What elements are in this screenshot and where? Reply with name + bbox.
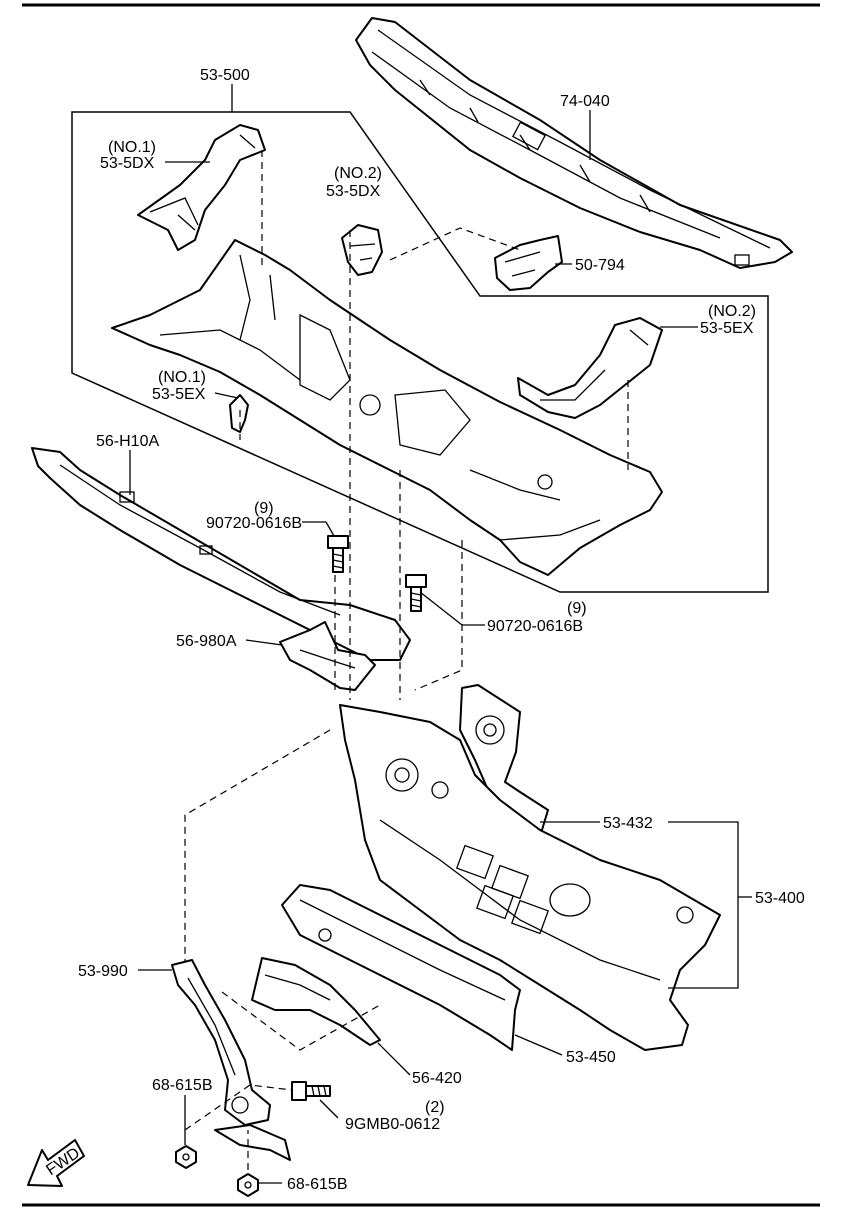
member-53-450: [281, 884, 521, 1051]
leader-90720-b: [419, 591, 485, 626]
label-9gmb0: 9GMB0-0612: [345, 1116, 440, 1133]
label-no1-left: (NO.1): [158, 369, 206, 386]
label-90720-a: 90720-0616B: [206, 515, 302, 532]
label-56-980a: 56-980A: [176, 633, 237, 650]
bolt-9gmb0-0612: [291, 1081, 331, 1101]
label-qty-2: (2): [425, 1099, 445, 1116]
bracket-56-980a: [279, 621, 376, 691]
leader-53-450: [514, 1034, 563, 1056]
label-53-5ex-no2: 53-5EX: [700, 320, 754, 337]
label-qty-9-b: (9): [567, 600, 587, 617]
label-53-990: 53-990: [78, 963, 128, 980]
leader-56-980a: [245, 639, 283, 646]
label-74-040: 74-040: [560, 93, 610, 110]
label-68-615b-b: 68-615B: [287, 1176, 348, 1193]
dash-panel-group-frame: [71, 111, 769, 593]
bracket-53-5ex-no2: [517, 317, 663, 419]
leader-9gmb0: [319, 1099, 339, 1119]
label-53-5ex-no1: 53-5EX: [152, 386, 206, 403]
label-qty-9-a: (9): [254, 500, 274, 517]
leader-56-420: [377, 1042, 411, 1076]
lower-bracket: [214, 1124, 291, 1161]
bracket-56-420: [251, 957, 381, 1046]
dash-lower-53-400: [339, 704, 721, 1051]
label-53-400: 53-400: [755, 890, 805, 907]
label-53-5dx-no2: 53-5DX: [326, 183, 381, 200]
bolt-90720-0616b-a: [327, 535, 349, 573]
dash-panel-53-500: [111, 239, 663, 576]
bracket-53-5dx-no2: [341, 224, 383, 276]
label-90720-b: 90720-0616B: [487, 618, 583, 635]
fwd-arrow-icon: FWD: [27, 1139, 85, 1187]
label-53-500: 53-500: [200, 67, 250, 84]
cowl-grille-74-040: [355, 17, 793, 269]
bolt-90720-0616b-b: [405, 574, 427, 612]
label-53-5dx-no1: 53-5DX: [100, 155, 155, 172]
plate-53-432: [459, 684, 549, 831]
nut-68-615b-b: [237, 1173, 259, 1197]
label-no2-right: (NO.2): [708, 303, 756, 320]
label-56-420: 56-420: [412, 1070, 462, 1087]
label-no1-top: (NO.1): [108, 139, 156, 156]
nut-68-615b-a: [175, 1145, 197, 1169]
label-68-615b-a: 68-615B: [152, 1077, 213, 1094]
label-50-794: 50-794: [575, 257, 625, 274]
label-53-450: 53-450: [566, 1049, 616, 1066]
bracket-53-5dx-no1: [137, 124, 266, 251]
label-no2-top: (NO.2): [334, 165, 382, 182]
label-53-432: 53-432: [603, 815, 653, 832]
assembly-dashed-lines: [184, 150, 629, 1170]
leader-90720-a-down: [325, 521, 335, 537]
leader-53-400-bracket: [668, 821, 739, 989]
bracket-53-5ex-no1: [229, 394, 249, 433]
member-56-h10a: [31, 447, 411, 661]
bracket-50-794: [494, 235, 563, 291]
label-56-h10a: 56-H10A: [96, 433, 159, 450]
brace-53-990: [171, 959, 271, 1126]
leader-53-5ex-no1: [214, 392, 239, 399]
